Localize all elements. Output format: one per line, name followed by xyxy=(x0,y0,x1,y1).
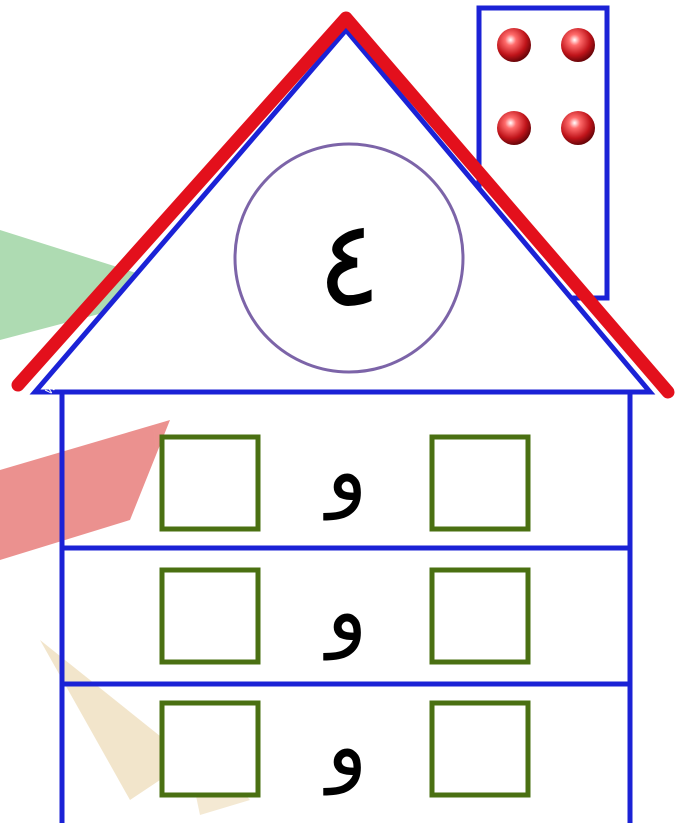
decomposition-row: و xyxy=(162,697,528,796)
answer-box-right[interactable] xyxy=(432,437,528,529)
answer-box-left[interactable] xyxy=(162,570,258,662)
decomposition-row: و xyxy=(162,562,528,662)
answer-box-left[interactable] xyxy=(162,437,258,529)
answer-box-left[interactable] xyxy=(162,703,258,795)
number-label: ٤ xyxy=(317,195,381,334)
conjunction-label: و xyxy=(323,562,368,661)
dot xyxy=(497,111,531,145)
answer-box-right[interactable] xyxy=(432,703,528,795)
dot xyxy=(561,28,595,62)
decomposition-row: و xyxy=(162,422,528,529)
dot xyxy=(497,28,531,62)
conjunction-label: و xyxy=(323,697,368,796)
dot xyxy=(561,111,595,145)
answer-box-right[interactable] xyxy=(432,570,528,662)
conjunction-label: و xyxy=(323,422,368,521)
